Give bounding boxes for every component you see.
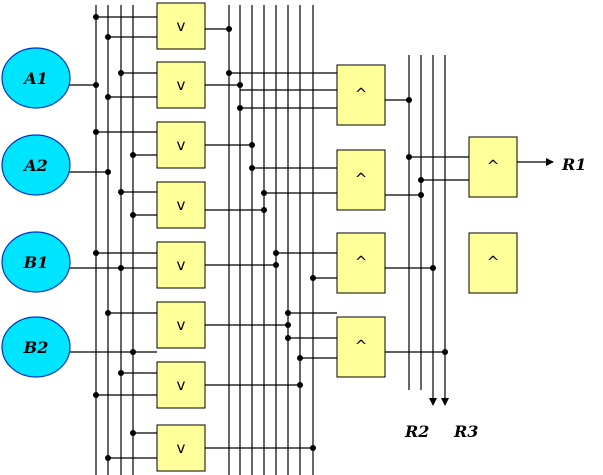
or-gate-symbol: v — [177, 439, 186, 457]
and-gate-symbol: ^ — [355, 253, 368, 271]
and-output-wires — [385, 97, 448, 355]
or-gate-5: v — [156, 241, 206, 289]
and-gate-2: ^ — [336, 149, 386, 211]
and-gate-3: ^ — [336, 232, 386, 294]
or-gate-symbol: v — [177, 316, 186, 334]
and-gate-symbol: ^ — [487, 253, 500, 271]
and-gate-1: ^ — [336, 64, 386, 126]
input-label-b2: B2 — [23, 338, 49, 357]
or-gate-symbol: v — [177, 136, 186, 154]
input-bus — [95, 5, 134, 475]
or-gate-symbol: v — [177, 256, 186, 274]
or-gate-symbol: v — [177, 17, 186, 35]
or-gate-symbol: v — [177, 196, 186, 214]
input-label-b1: B1 — [23, 253, 49, 272]
or-input-wires — [93, 14, 157, 461]
and-gate-unused: ^ — [468, 232, 518, 294]
input-b1: B1 — [1, 231, 71, 293]
and-gate-r1: ^ — [468, 136, 518, 198]
input-a2: A2 — [1, 134, 71, 196]
and-gate-symbol: ^ — [355, 170, 368, 188]
or-gate-7: v — [156, 361, 206, 409]
and-input-wires — [226, 70, 337, 361]
output-label-r1: R1 — [561, 155, 586, 174]
input-label-a2: A2 — [22, 156, 48, 175]
or-gate-1: v — [156, 2, 206, 50]
or-gate-6: v — [156, 301, 206, 349]
or-gate-symbol: v — [177, 376, 186, 394]
input-connections — [68, 82, 136, 355]
and-gate-symbol: ^ — [355, 85, 368, 103]
or-gate-2: v — [156, 61, 206, 109]
and-gate-4: ^ — [336, 316, 386, 378]
and-gate-symbol: ^ — [355, 337, 368, 355]
final-and-input-wires — [406, 154, 469, 183]
or-gate-symbol: v — [177, 76, 186, 94]
right-bus — [408, 55, 449, 406]
or-gate-8: v — [156, 424, 206, 472]
or-gate-4: v — [156, 181, 206, 229]
output-label-r3: R3 — [453, 422, 478, 441]
or-gate-3: v — [156, 121, 206, 169]
input-a1: A1 — [1, 47, 71, 109]
or-output-wires — [205, 26, 316, 451]
output-label-r2: R2 — [404, 422, 429, 441]
middle-bus — [228, 5, 314, 475]
input-b2: B2 — [1, 316, 71, 378]
input-label-a1: A1 — [22, 69, 48, 88]
and-gate-symbol: ^ — [487, 157, 500, 175]
